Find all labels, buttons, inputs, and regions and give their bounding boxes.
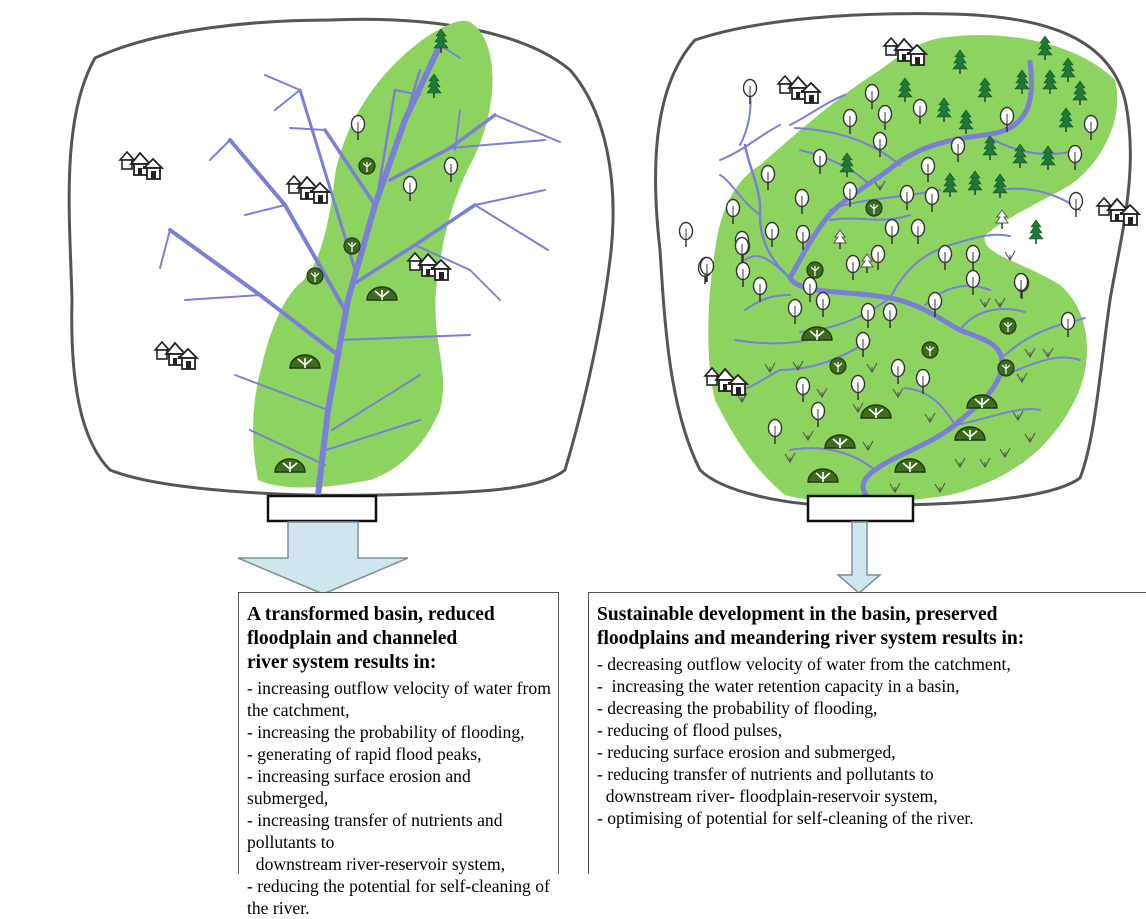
right-basin <box>654 12 1140 594</box>
right-results-heading: Sustainable development in the basin, pr… <box>597 603 1140 651</box>
shrub-icon <box>358 157 376 175</box>
list-item: downstream river- floodplain-reservoir s… <box>597 786 938 806</box>
shrub-icon <box>865 199 883 217</box>
left-outlet <box>266 494 378 523</box>
list-item: - increasing transfer of nutrients and p… <box>247 810 507 852</box>
left-outflow-arrow <box>237 521 409 595</box>
right-results-list: - decreasing outflow velocity of water f… <box>597 653 1140 829</box>
shrub-icon <box>306 267 324 285</box>
shrub-icon <box>343 237 361 255</box>
left-results-heading: A transformed basin, reduced floodplain … <box>247 603 552 675</box>
diagram-canvas <box>67 12 1140 595</box>
list-item: - increasing surface erosion and submerg… <box>247 766 476 808</box>
list-item: - reducing transfer of nutrients and pol… <box>597 764 934 784</box>
shrub-icon <box>806 261 824 279</box>
right-outflow-arrow <box>835 521 883 594</box>
shrub-icon <box>921 341 939 359</box>
right-heading-line-2: floodplains and meandering river system … <box>597 628 1025 649</box>
right-results-box: Sustainable development in the basin, pr… <box>588 592 1146 874</box>
list-item: - increasing the probability of flooding… <box>247 722 525 742</box>
list-item: - reducing of flood pulses, <box>597 720 783 740</box>
shrub-icon <box>829 357 847 375</box>
shrub-icon <box>999 317 1017 335</box>
list-item: - decreasing the probability of flooding… <box>597 698 878 718</box>
left-heading-line-2: river system results in: <box>247 652 437 673</box>
left-river-channels <box>159 42 561 498</box>
list-item: downstream river-reservoir system, <box>247 854 506 874</box>
list-item: - decreasing outflow velocity of water f… <box>597 654 1011 674</box>
left-basin <box>67 17 615 595</box>
list-item: - increasing outflow velocity of water f… <box>247 678 556 720</box>
left-results-list: - increasing outflow velocity of water f… <box>247 677 552 919</box>
list-item: - increasing the water retention capacit… <box>597 676 960 696</box>
list-item: - generating of rapid flood peaks, <box>247 744 482 764</box>
list-item: - optimising of potential for self-clean… <box>597 808 974 828</box>
shrub-icon <box>997 359 1015 377</box>
left-heading-line-1: A transformed basin, reduced floodplain … <box>247 604 495 649</box>
right-heading-line-1: Sustainable development in the basin, pr… <box>597 604 998 625</box>
list-item: - reducing surface erosion and submerged… <box>597 742 896 762</box>
left-results-box: A transformed basin, reduced floodplain … <box>238 592 559 918</box>
main-meander <box>787 59 1035 503</box>
list-item: - reducing the potential for self-cleani… <box>247 876 555 918</box>
right-outlet <box>806 494 915 523</box>
left-floodplain <box>253 20 493 488</box>
